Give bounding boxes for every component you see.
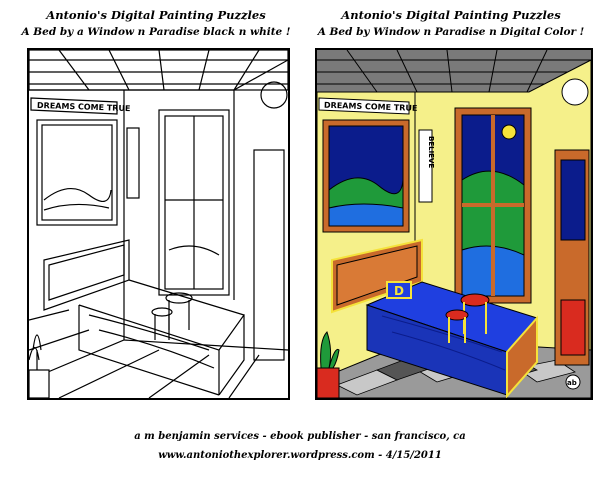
pillow-letter: D (394, 284, 404, 298)
right-subtitle: A Bed by Window n Paradise n Digital Col… (317, 26, 585, 38)
left-subtitle: A Bed by a Window n Paradise black n whi… (21, 26, 291, 38)
color-panel: D DREAMS COME TRUE BELIEVE ab (315, 48, 593, 400)
right-sign-text: DREAMS COME TRUE (324, 101, 418, 113)
footer-publisher: a m benjamin services - ebook publisher … (134, 431, 466, 442)
left-sign-text: DREAMS COME TRUE (37, 101, 131, 113)
believe-sign-text: BELIEVE (427, 136, 435, 168)
color-drawing: D DREAMS COME TRUE BELIEVE ab (317, 50, 591, 398)
line-art-drawing: DREAMS COME TRUE (29, 50, 288, 398)
line-art-panel: DREAMS COME TRUE (27, 48, 290, 400)
left-title: Antonio's Digital Painting Puzzles (46, 8, 266, 22)
right-title: Antonio's Digital Painting Puzzles (341, 8, 561, 22)
footer-website: www.antoniothexplorer.wordpress.com - 4/… (158, 450, 442, 461)
artist-signature: ab (567, 379, 577, 387)
